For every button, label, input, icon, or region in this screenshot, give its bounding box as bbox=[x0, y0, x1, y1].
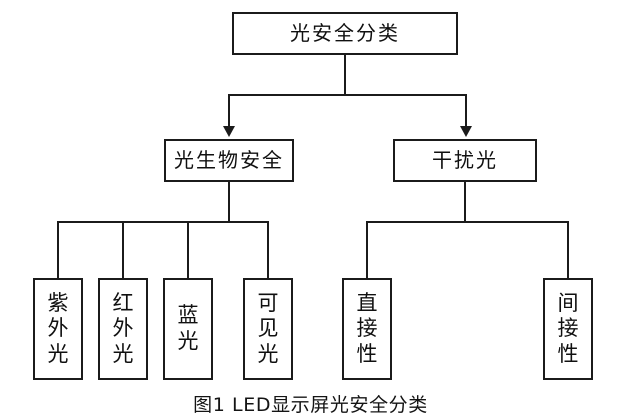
node-level2-obtrusive-light: 干扰光 bbox=[393, 139, 537, 182]
edge-left-drop-1 bbox=[122, 221, 124, 279]
edge-left-drop-0 bbox=[57, 221, 59, 279]
edge-left-drop-3 bbox=[267, 221, 269, 279]
node-root: 光安全分类 bbox=[232, 12, 458, 55]
arrowhead-level2-left bbox=[223, 126, 235, 137]
node-level2-label-1: 干扰光 bbox=[432, 148, 498, 173]
node-leaf-label-left-1: 红 外 光 bbox=[112, 290, 134, 366]
edge-root-stem bbox=[344, 55, 346, 95]
node-leaf-blue-light: 蓝 光 bbox=[163, 278, 213, 380]
edge-left-branch-bar bbox=[57, 221, 269, 223]
arrowhead-level2-right bbox=[460, 126, 472, 137]
node-leaf-indirect: 间 接 性 bbox=[543, 278, 593, 380]
edge-level2-right-stem bbox=[464, 182, 466, 223]
edge-right-branch-bar bbox=[366, 221, 569, 223]
edge-left-drop-2 bbox=[187, 221, 189, 279]
edge-root-to-level2-left bbox=[228, 94, 230, 127]
node-leaf-visible-light: 可 见 光 bbox=[243, 278, 293, 380]
node-leaf-direct: 直 接 性 bbox=[342, 278, 392, 380]
node-leaf-label-left-3: 可 见 光 bbox=[257, 290, 279, 366]
node-leaf-label-left-0: 紫 外 光 bbox=[47, 290, 69, 366]
node-leaf-infrared-light: 红 外 光 bbox=[98, 278, 148, 380]
edge-right-drop-0 bbox=[366, 221, 368, 279]
edge-root-to-level2-right bbox=[465, 94, 467, 127]
edge-root-bar bbox=[229, 94, 467, 96]
edge-right-drop-1 bbox=[567, 221, 569, 279]
figure-caption: 图1 LED显示屏光安全分类 bbox=[193, 394, 428, 416]
node-level2-photobiological-safety: 光生物安全 bbox=[164, 139, 294, 182]
node-leaf-label-right-1: 间 接 性 bbox=[557, 290, 579, 366]
node-root-label: 光安全分类 bbox=[290, 21, 400, 46]
node-level2-label-0: 光生物安全 bbox=[174, 148, 284, 173]
node-leaf-label-right-0: 直 接 性 bbox=[356, 290, 378, 366]
edge-level2-left-stem bbox=[228, 182, 230, 223]
node-leaf-ultraviolet-light: 紫 外 光 bbox=[33, 278, 83, 380]
node-leaf-label-left-2: 蓝 光 bbox=[177, 303, 199, 353]
